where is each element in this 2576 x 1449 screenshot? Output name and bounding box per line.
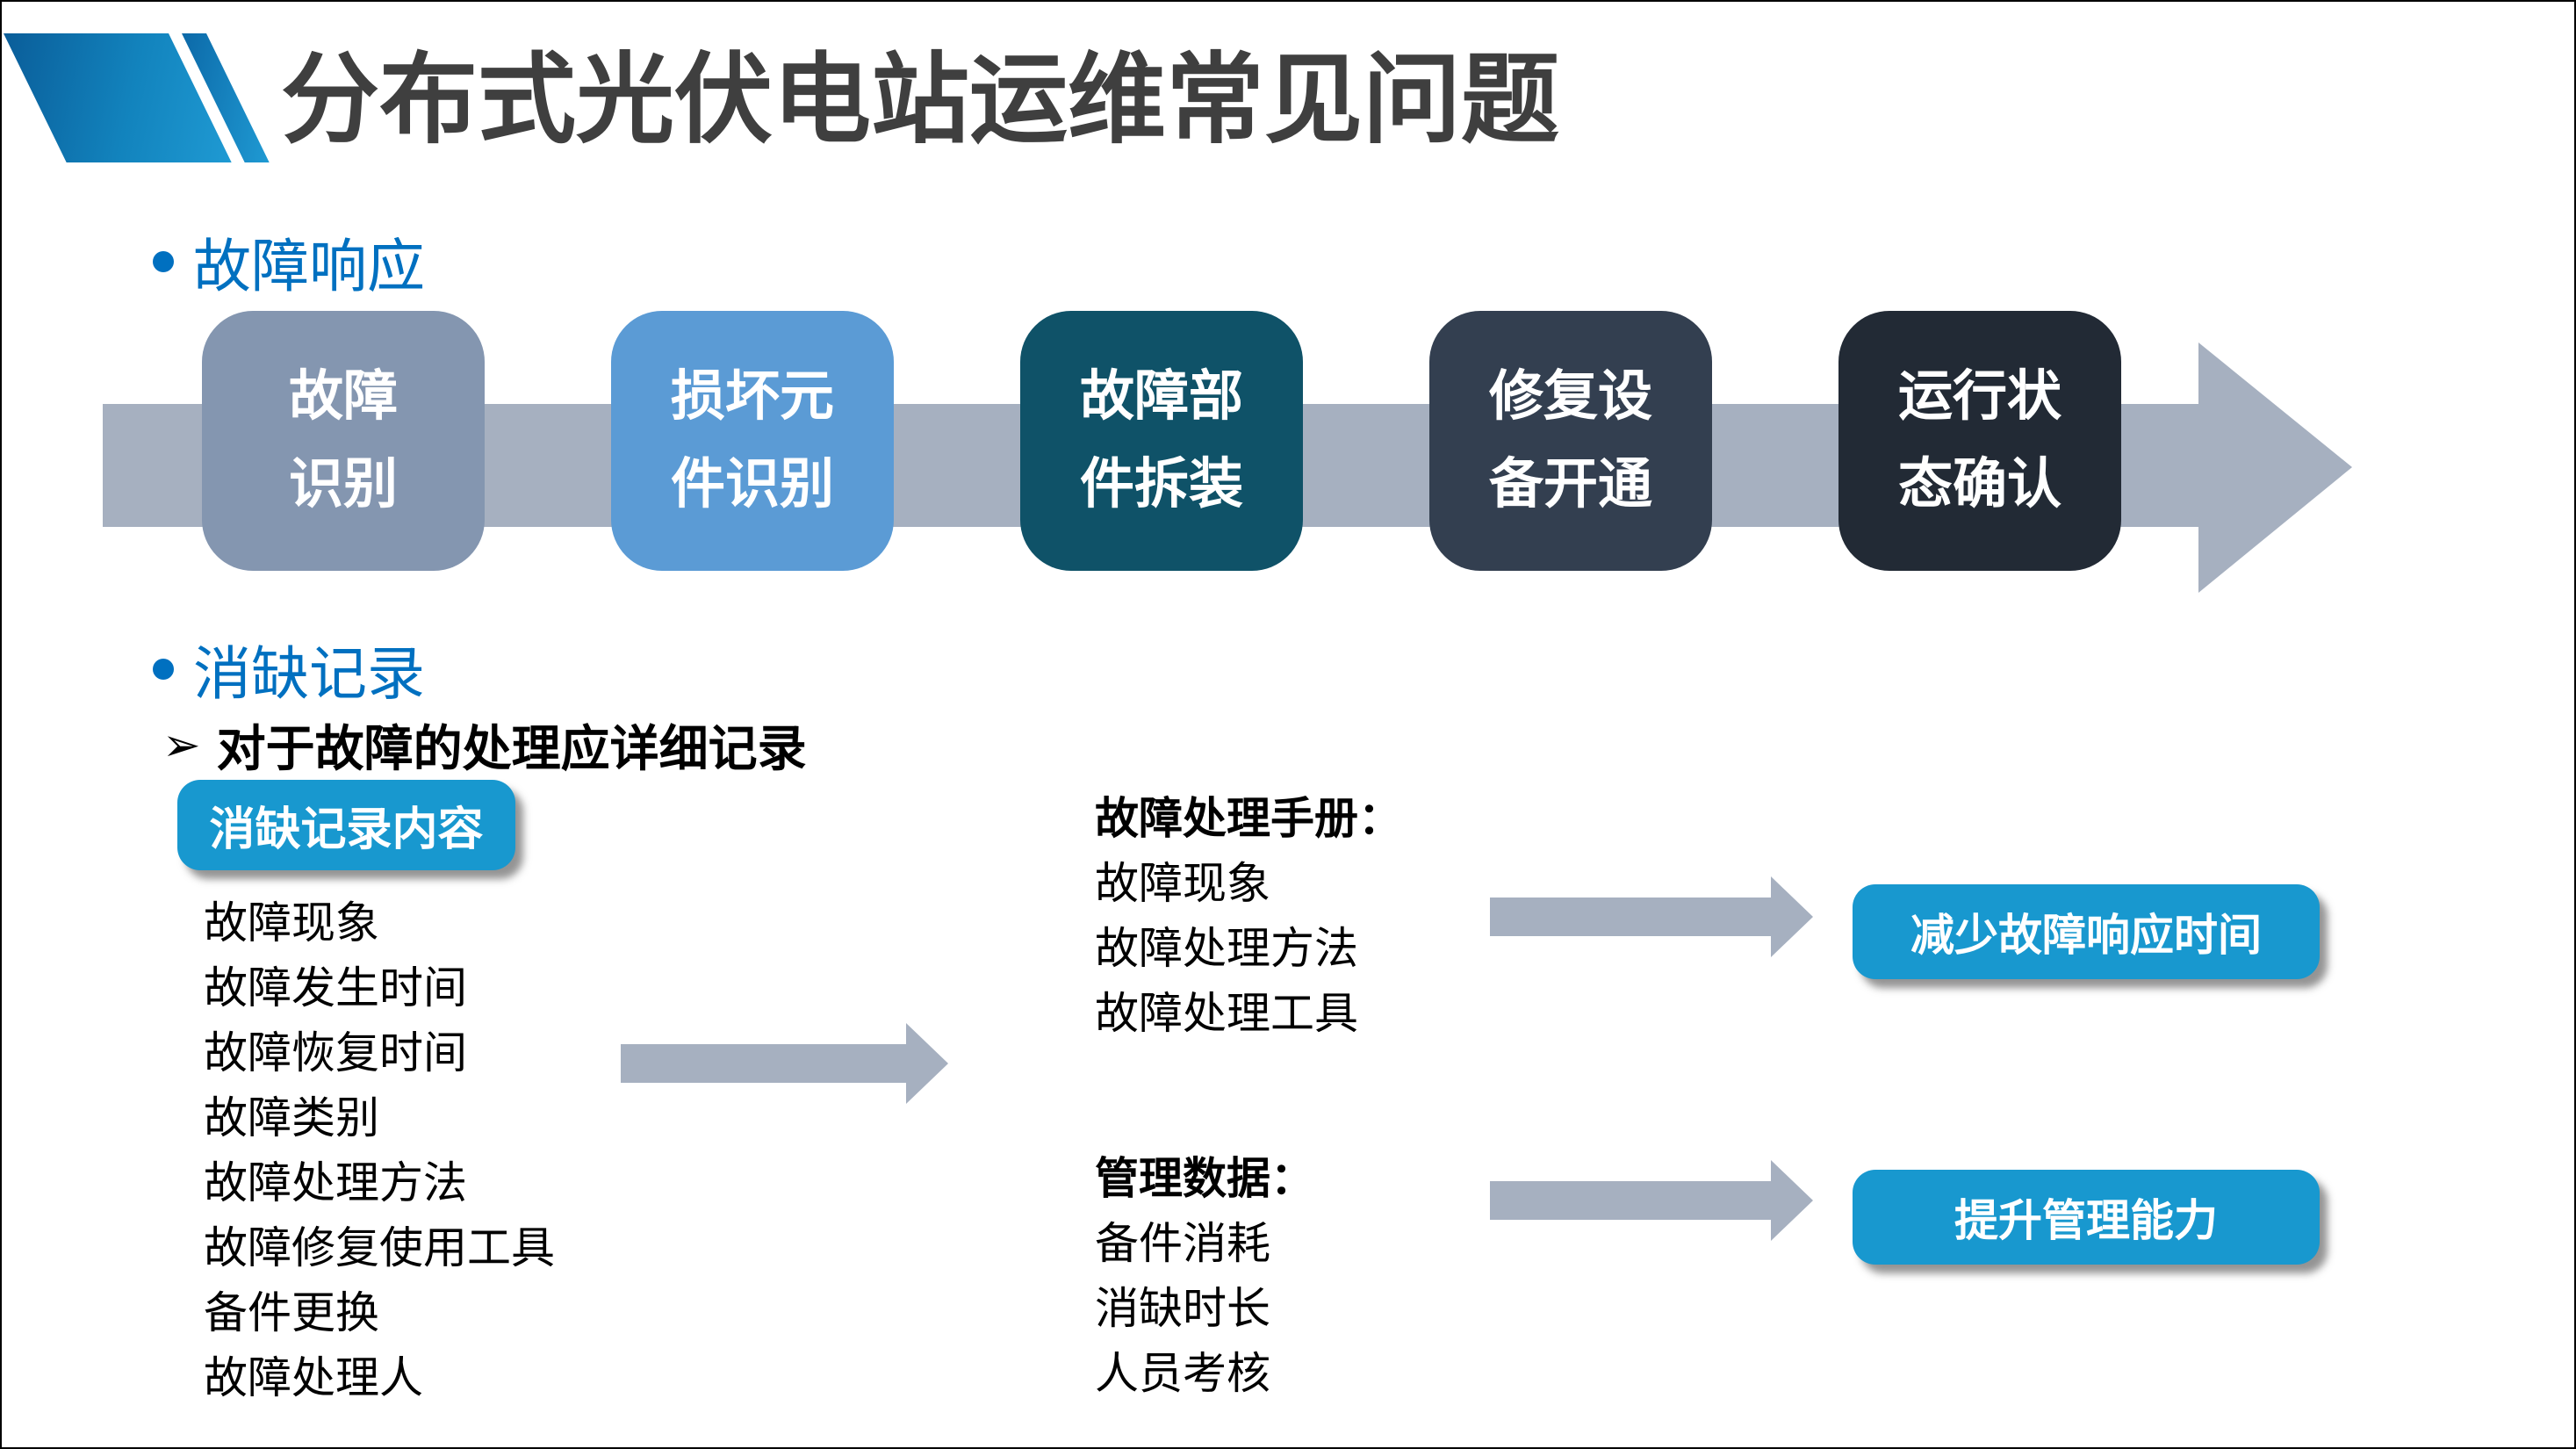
section-heading-defect-record: 消缺记录 [153, 627, 425, 711]
list-item: 备件消耗 [1095, 1219, 1270, 1268]
list-item: 故障修复使用工具 [204, 1223, 555, 1272]
fault-manual-block: 故障处理手册： 故障现象 故障处理方法 故障处理工具 [1095, 786, 1402, 1046]
list-item: 人员考核 [1095, 1349, 1270, 1398]
flow-step-line: 识别 [288, 454, 398, 515]
flow-step-line: 修复设 [1488, 366, 1652, 427]
arrow-head-icon [1771, 1160, 1813, 1241]
arrow-shaft [1490, 898, 1771, 936]
flow-step-line: 故障 [288, 366, 398, 427]
flow-step-damaged-component-identify: 损坏元 件识别 [611, 311, 894, 571]
list-item: 故障处理人 [204, 1353, 423, 1402]
list-item: 故障处理工具 [1095, 989, 1358, 1038]
outcome-improve-management: 提升管理能力 [1853, 1170, 2320, 1265]
block-title: 管理数据： [1095, 1154, 1314, 1203]
note-text: 对于故障的处理应详细记录 [216, 721, 807, 776]
arrow-shaft [1490, 1181, 1771, 1220]
arrow-management-to-outcome [1490, 1160, 1813, 1241]
list-item: 故障类别 [204, 1093, 379, 1143]
list-item: 备件更换 [204, 1288, 379, 1337]
arrow-shaft [621, 1044, 906, 1083]
flow-step-fault-identify: 故障 识别 [202, 311, 485, 571]
list-item: 故障处理方法 [1095, 924, 1358, 973]
list-item: 消缺时长 [1095, 1284, 1270, 1333]
note-line: ➢ 对于故障的处理应详细记录 [162, 710, 807, 781]
list-item: 故障现象 [1095, 859, 1270, 908]
arrow-head-icon [1771, 876, 1813, 957]
record-items-list: 故障现象 故障发生时间 故障恢复时间 故障类别 故障处理方法 故障修复使用工具 … [204, 890, 555, 1410]
bullet-dot-icon [153, 659, 174, 680]
flow-step-line: 件拆装 [1079, 454, 1243, 515]
flow-step-line: 运行状 [1897, 366, 2062, 427]
outcome-reduce-response-time: 减少故障响应时间 [1853, 884, 2320, 979]
flow-step-line: 故障部 [1079, 366, 1243, 427]
section-heading-label: 故障响应 [193, 234, 425, 299]
flow-step-line: 损坏元 [670, 366, 834, 427]
section-heading-fault-response: 故障响应 [153, 220, 425, 304]
management-data-block: 管理数据： 备件消耗 消缺时长 人员考核 [1095, 1146, 1314, 1406]
flow-step-line: 件识别 [670, 454, 834, 515]
block-title: 故障处理手册： [1095, 794, 1402, 843]
list-item: 故障现象 [204, 898, 379, 948]
section-heading-label: 消缺记录 [193, 641, 425, 706]
list-item: 故障恢复时间 [204, 1028, 467, 1078]
arrow-record-to-middle [621, 1023, 948, 1104]
record-content-tag: 消缺记录内容 [177, 780, 515, 870]
arrow-bullet-icon: ➢ [162, 719, 201, 771]
flow-step-repair-equipment-activation: 修复设 备开通 [1429, 311, 1712, 571]
bullet-dot-icon [153, 251, 174, 272]
page-title: 分布式光伏电站运维常见问题 [281, 45, 1559, 155]
flow-step-part-disassembly: 故障部 件拆装 [1020, 311, 1303, 571]
flow-step-line: 备开通 [1488, 454, 1652, 515]
flow-arrow-head-icon [2198, 342, 2352, 593]
arrow-head-icon [906, 1023, 948, 1104]
arrow-manual-to-outcome [1490, 876, 1813, 957]
list-item: 故障发生时间 [204, 963, 467, 1013]
flow-step-running-state-confirm: 运行状 态确认 [1838, 311, 2121, 571]
list-item: 故障处理方法 [204, 1158, 467, 1208]
flow-step-line: 态确认 [1897, 454, 2062, 515]
